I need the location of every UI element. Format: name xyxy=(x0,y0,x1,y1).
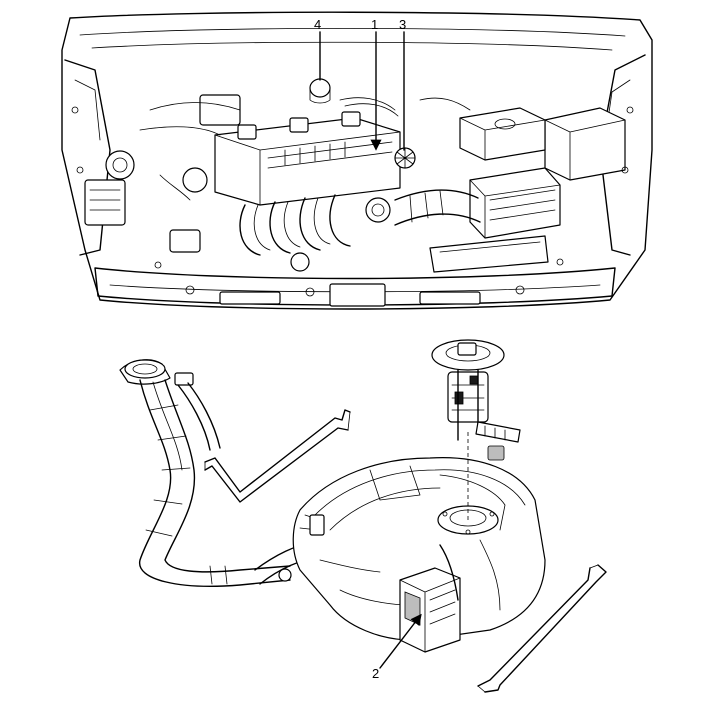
tank-strap-right xyxy=(477,564,607,693)
callout-2: 2 xyxy=(372,666,380,681)
leader-line-2 xyxy=(379,613,422,669)
leader-lines xyxy=(319,31,422,669)
tank-strap-left xyxy=(204,409,351,503)
fuel-filler-neck xyxy=(119,359,326,587)
callout-1: 1 xyxy=(371,17,379,32)
callout-4: 4 xyxy=(314,17,322,32)
fuel-pump-module xyxy=(431,339,521,520)
fuel-tank xyxy=(292,457,546,653)
callout-3: 3 xyxy=(399,17,407,32)
engine-bay-illustration xyxy=(61,11,653,310)
